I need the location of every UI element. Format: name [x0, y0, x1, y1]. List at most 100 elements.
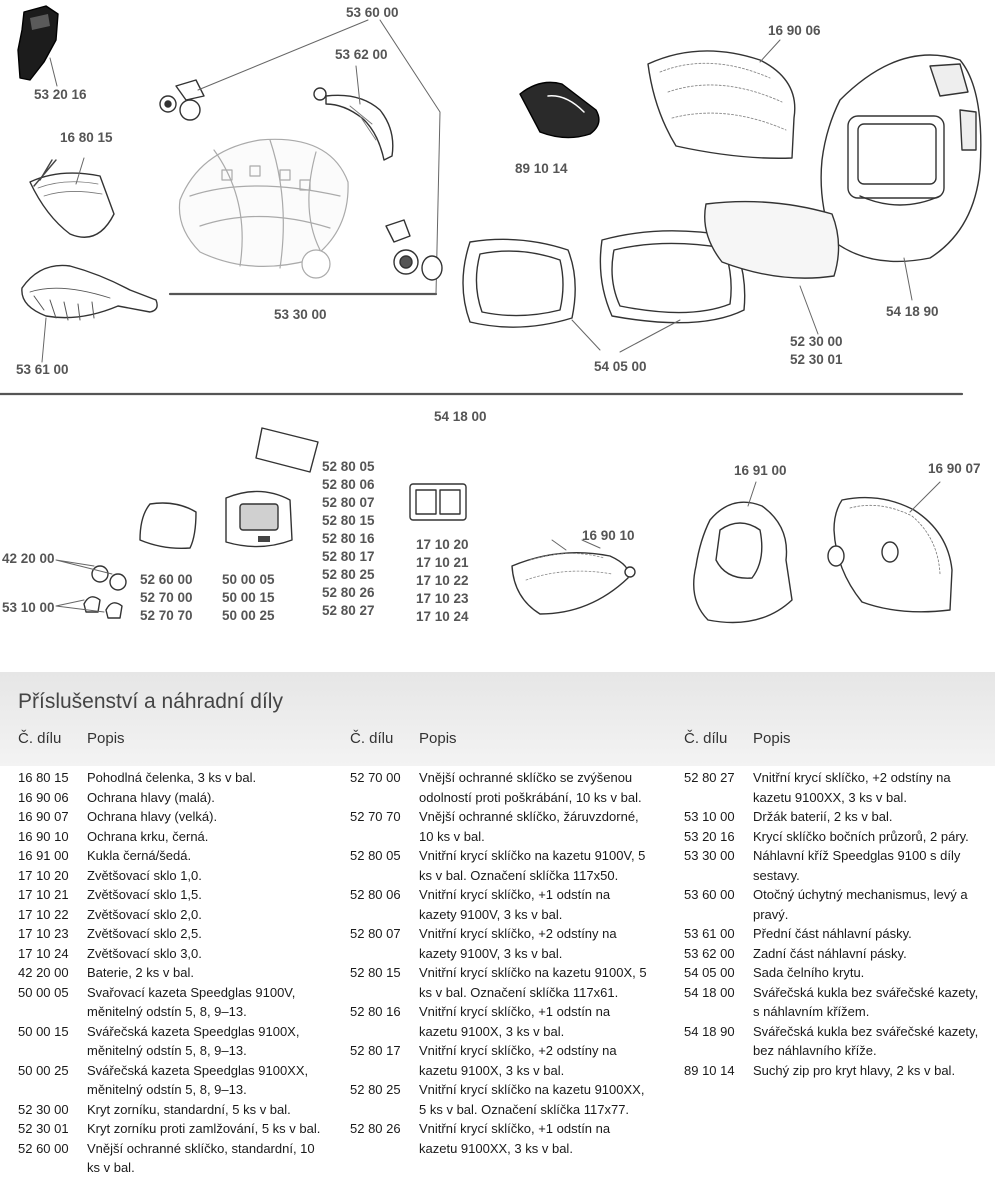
part-label-169007: 16 90 07: [928, 461, 981, 476]
part-code: 54 18 00: [684, 984, 735, 1000]
part-code: 53 10 00: [684, 809, 735, 824]
part-code: 53 20 16: [684, 828, 735, 844]
part-label-533000: 53 30 00: [274, 307, 327, 322]
part-description: Zvětšovací sklo 2,5.: [87, 926, 202, 941]
part-code: 17 10 21: [18, 887, 69, 902]
list-item: 17 10 20: [416, 537, 469, 552]
part-label-422000: 42 20 00: [2, 551, 55, 566]
part-code: 52 80 25: [350, 1082, 401, 1097]
part-label-541890: 54 18 90: [886, 304, 939, 319]
outer-protection-plate-drawing: [139, 502, 197, 550]
part-code: 53 62 00: [684, 945, 735, 961]
table-row: 17 10 22 Zvětšovací sklo 2,0.: [18, 905, 322, 925]
part-description: Náhlavní kříž Speedglas 9100 s díly sest…: [753, 848, 961, 883]
part-description: Ochrana hlavy (malá).: [87, 789, 215, 805]
part-label-540500: 54 05 00: [594, 359, 647, 374]
part-code: 16 90 06: [18, 789, 69, 805]
velcro-strip-drawing: [519, 81, 600, 139]
list-item: 52 80 07: [322, 495, 375, 510]
part-description: Vnitřní krycí sklíčko, +1 odstín na kaze…: [419, 887, 611, 922]
part-code: 52 80 06: [350, 887, 401, 902]
parts-illustration: [0, 5, 982, 624]
part-description: Suchý zip pro kryt hlavy, 2 ks v bal.: [753, 1062, 956, 1078]
table-row: 53 61 00 Přední část náhlavní pásky.: [684, 924, 980, 944]
page-title: Příslušenství a náhradní díly: [18, 690, 283, 713]
part-code: 52 80 16: [350, 1004, 401, 1019]
part-description: Krycí sklíčko bočních průzorů, 2 páry.: [753, 828, 969, 844]
list-item: 52 60 00: [140, 572, 193, 587]
part-code: 17 10 20: [18, 867, 69, 883]
part-description: Kryt zorníku proti zamlžování, 5 ks v ba…: [87, 1121, 321, 1136]
list-item: 17 10 22: [416, 573, 469, 588]
welding-helmet-drawing: [820, 54, 982, 301]
part-code: 53 61 00: [684, 926, 735, 941]
part-description: Svařovací kazeta Speedglas 9100V, měnite…: [87, 984, 296, 1020]
col-header-desc-1: Popis: [87, 730, 125, 747]
part-code: 17 10 22: [18, 906, 69, 922]
table-row: 53 20 16 Krycí sklíčko bočních průzorů, 2…: [684, 827, 980, 847]
part-code: 52 80 27: [684, 770, 735, 785]
list-item: 17 10 24: [416, 609, 469, 624]
ratchet-knob-drawing: [385, 219, 443, 281]
part-label-531000: 53 10 00: [2, 600, 55, 615]
swivel-leader-line: [379, 19, 441, 295]
swivel-mechanism-drawing: [159, 19, 369, 121]
part-code: 17 10 24: [18, 945, 69, 961]
magnifiers-list: 17 10 20 17 10 21 17 10 22 17 10 23 17 1…: [416, 536, 469, 626]
part-description: Ochrana hlavy (velká).: [87, 809, 218, 824]
list-item: 52 70 00: [140, 590, 193, 605]
part-code: 52 80 05: [350, 848, 401, 863]
part-code: 52 70 70: [350, 809, 401, 824]
adf-cassettes-list: 50 00 05 50 00 15 50 00 25: [222, 571, 275, 625]
part-label-536100: 53 61 00: [16, 362, 69, 377]
part-description: Vnější ochranné sklíčko, žáruvzdorné, 10…: [419, 809, 639, 844]
list-item: 52 80 25: [322, 567, 375, 582]
part-code: 52 80 15: [350, 965, 401, 980]
part-description: Vnitřní krycí sklíčko, +2 odstíny na kaz…: [419, 926, 617, 961]
part-code: 52 30 00: [18, 1101, 69, 1117]
front-headband-drawing: [21, 264, 158, 363]
list-item: 50 00 15: [222, 590, 275, 605]
sweatband-drawing: [29, 157, 115, 238]
parts-diagram: 53 60 00 53 20 16 53 62 00 16 90 06 16 8…: [0, 5, 982, 626]
part-code: 42 20 00: [18, 965, 69, 980]
visor-cover-drawing: [704, 200, 840, 335]
part-label-169010: 16 90 10: [582, 528, 635, 543]
list-item: 50 00 25: [222, 608, 275, 623]
part-description: Zvětšovací sklo 2,0.: [87, 906, 202, 922]
part-description: Přední část náhlavní pásky.: [753, 926, 912, 941]
battery-holder-drawing: [55, 596, 123, 619]
hood-drawing: [693, 481, 793, 624]
list-item: 17 10 21: [416, 555, 469, 570]
part-description: Vnitřní krycí sklíčko, +2 odstíny na kaz…: [419, 1043, 617, 1078]
side-window-cover-drawing: [17, 5, 59, 87]
part-description: Zvětšovací sklo 1,0.: [87, 867, 202, 883]
battery-drawing: [55, 559, 127, 591]
table-row: 52 80 06 Vnitřní krycí sklíčko, +1 odstín…: [350, 885, 650, 924]
part-code: 52 80 17: [350, 1043, 401, 1058]
part-description: Ochrana krku, černá.: [87, 828, 209, 844]
part-code: 50 00 15: [18, 1023, 69, 1039]
part-code: 53 60 00: [684, 887, 735, 902]
front-cover-drawing: [462, 238, 576, 328]
part-description: Svářečská kazeta Speedglas 9100XX, měnit…: [87, 1062, 309, 1098]
part-description: Vnitřní krycí sklíčko na kazetu 9100XX, …: [419, 1082, 645, 1117]
table-row: 52 80 17 Vnitřní krycí sklíčko, +2 odstín…: [350, 1041, 650, 1080]
part-code: 54 05 00: [684, 965, 735, 980]
part-code: 50 00 05: [18, 984, 69, 1000]
